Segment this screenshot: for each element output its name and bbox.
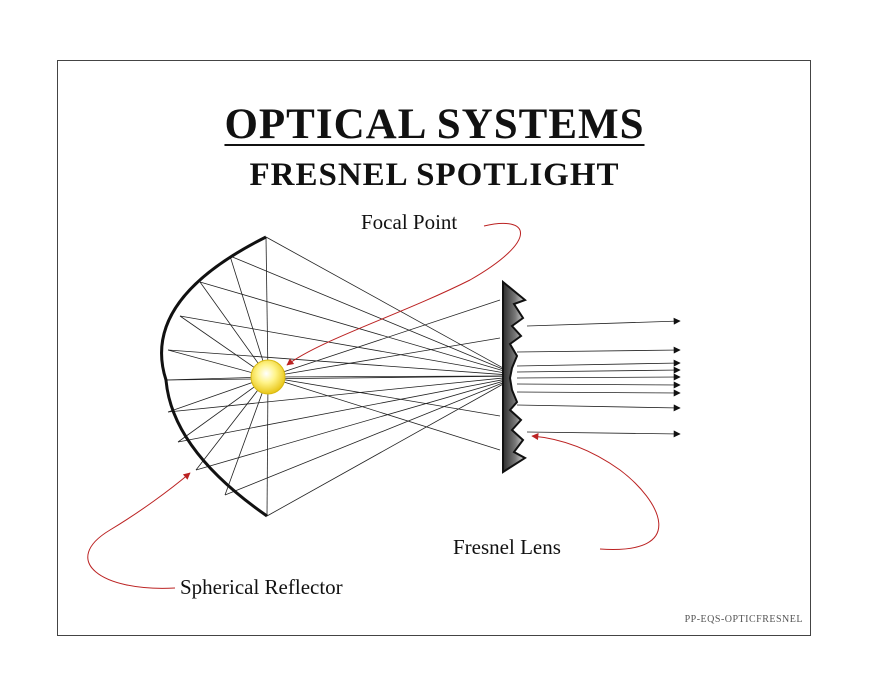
output-rays xyxy=(516,317,681,438)
output-ray xyxy=(516,366,681,374)
ray-lamp-to-reflector xyxy=(195,376,269,471)
ray-reflector-to-lens xyxy=(224,381,506,496)
output-ray xyxy=(516,346,681,354)
output-ray xyxy=(516,404,681,412)
ray-lamp-to-reflector xyxy=(167,376,269,413)
spherical-reflector-leader xyxy=(87,472,191,589)
ray-reflector-to-lens xyxy=(167,377,506,413)
diagram-subtitle: FRESNEL SPOTLIGHT xyxy=(249,157,620,193)
diagram-title: OPTICAL SYSTEMS xyxy=(224,101,645,148)
diagram-frame xyxy=(57,60,811,636)
ray-reflector-to-lens xyxy=(195,380,506,471)
ray-lamp-to-reflector xyxy=(179,315,269,378)
fresnel-lens xyxy=(502,279,527,474)
label-leaders xyxy=(87,222,660,589)
ray-lamp-to-reflector xyxy=(199,281,269,378)
ray-lamp-to-reflector xyxy=(229,255,269,378)
focal-point-leader xyxy=(286,222,521,366)
light-rays xyxy=(164,236,506,517)
ray-reflector-to-lens xyxy=(179,315,506,374)
output-ray xyxy=(516,373,681,381)
output-ray xyxy=(516,359,681,367)
ray-lamp-to-reflector xyxy=(224,376,269,496)
ray-reflector-to-lens xyxy=(199,281,506,372)
ray-lamp-to-reflector xyxy=(266,376,269,517)
ray-lamp-to-lens xyxy=(267,376,501,451)
ray-reflector-to-lens xyxy=(164,375,506,381)
ray-reflector-to-lens xyxy=(177,378,506,443)
ray-lamp-to-lens xyxy=(267,376,501,417)
output-ray xyxy=(516,389,681,397)
ray-reflector-to-lens xyxy=(265,236,506,370)
output-ray xyxy=(526,430,681,438)
output-ray xyxy=(516,381,681,389)
ray-lamp-to-reflector xyxy=(265,236,269,378)
ray-reflector-to-lens xyxy=(229,255,506,371)
ray-lamp-to-lens xyxy=(267,299,501,378)
ray-lamp-to-reflector xyxy=(177,376,269,443)
ray-lamp-to-lens xyxy=(267,375,506,378)
fresnel-lens-label: Fresnel Lens xyxy=(453,535,561,559)
ray-lamp-to-lens xyxy=(267,337,501,378)
lamp-focal-point xyxy=(250,359,286,395)
fresnel-lens-leader xyxy=(531,433,660,550)
ray-reflector-to-lens xyxy=(167,349,506,376)
focal-point-label: Focal Point xyxy=(361,210,458,234)
document-code: PP-EQS-OPTICFRESNEL xyxy=(684,614,803,625)
spherical-reflector xyxy=(160,235,268,518)
output-ray xyxy=(526,317,681,327)
ray-reflector-to-lens xyxy=(266,382,506,517)
spherical-reflector-label: Spherical Reflector xyxy=(180,575,343,599)
